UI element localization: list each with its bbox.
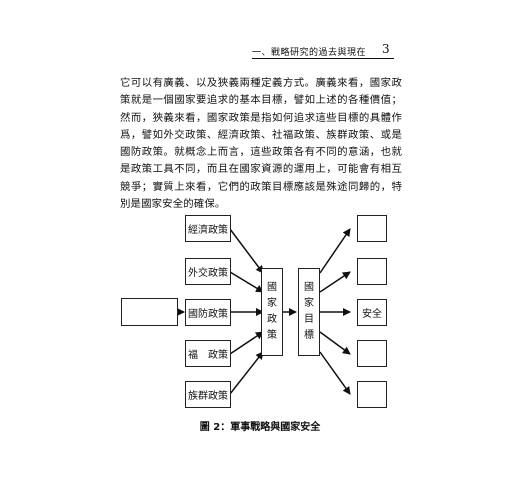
arrow-goal-to-outcome-2 [319, 271, 351, 293]
arrow-goal-to-outcome-1 [319, 228, 351, 274]
running-head: 一、戰略研究的過去與現在 [252, 48, 367, 58]
national-policy-char-2: 家 [267, 298, 277, 309]
page-number: 3 [382, 42, 390, 56]
policy-box-economic: 經濟政策 [185, 215, 231, 242]
arrow-ethnic-to-national-policy [229, 351, 264, 395]
header-rule [252, 58, 394, 59]
national-policy-box: 國 家 政 策 [261, 268, 283, 356]
policy-box-defense: 國防政策 [185, 299, 231, 326]
outcome-box-4 [357, 340, 387, 367]
outcome-box-2 [357, 258, 387, 285]
national-goal-box: 國 家 目 標 [298, 268, 320, 356]
national-goal-char-1: 國 [304, 282, 314, 293]
arrow-economic-to-national-policy [229, 228, 264, 274]
arrow-foreign-to-national-policy [229, 271, 264, 293]
outcome-box-5 [357, 381, 387, 408]
national-policy-char-1: 國 [267, 282, 277, 293]
national-policy-char-4: 策 [267, 330, 277, 341]
policy-box-welfare: 福 政策 [185, 340, 231, 367]
policy-box-foreign: 外交政策 [185, 258, 231, 285]
national-goal-char-4: 標 [304, 330, 314, 341]
arrow-welfare-to-national-policy [229, 331, 264, 355]
arrow-goal-to-outcome-5 [319, 351, 351, 395]
outcome-box-1 [357, 215, 387, 242]
outcome-box-security: 安全 [357, 299, 387, 326]
national-goal-char-3: 目 [304, 314, 314, 325]
policy-box-ethnic: 族群政策 [185, 381, 231, 408]
figure-caption: 圖 2：軍事戰略與國家安全 [199, 422, 321, 433]
body-text: 它可以有廣義、以及狹義兩種定義方式。廣義來看，國家政策就是一個國家要追求的基本目… [120, 75, 402, 213]
source-box [121, 298, 178, 326]
arrow-goal-to-outcome-4 [319, 331, 351, 355]
body-paragraph: 它可以有廣義、以及狹義兩種定義方式。廣義來看，國家政策就是一個國家要追求的基本目… [120, 77, 402, 211]
national-policy-char-3: 政 [267, 314, 277, 325]
national-goal-char-2: 家 [304, 298, 314, 309]
